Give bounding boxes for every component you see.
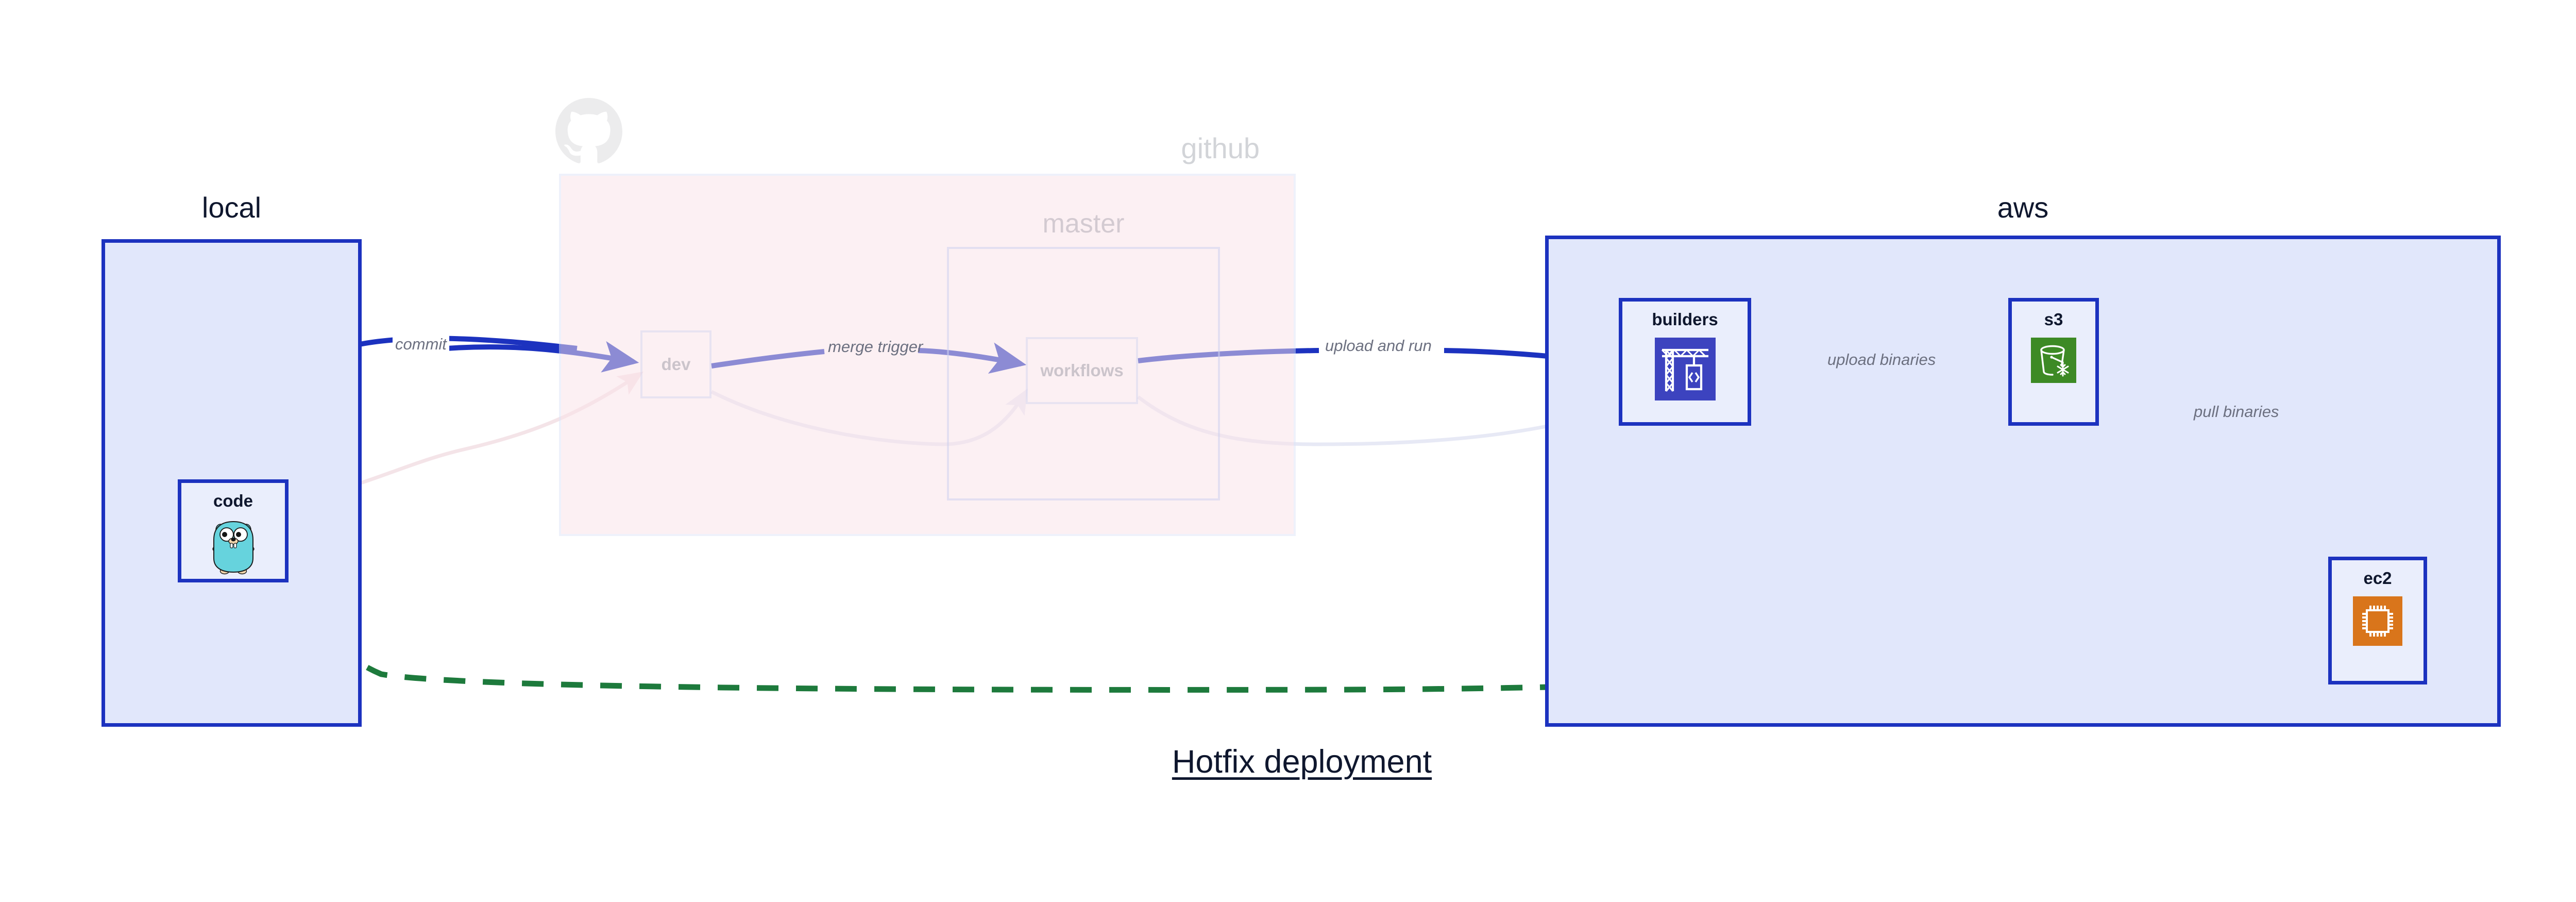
node-s3-label: s3: [2044, 310, 2063, 329]
cluster-master-label: master: [1042, 209, 1125, 239]
cluster-github: [559, 174, 1296, 536]
node-code-label: code: [213, 491, 253, 510]
edge-label-commit: commit: [393, 335, 449, 354]
aws-codebuild-icon: [1654, 338, 1716, 400]
aws-s3-glacier-icon: [2031, 338, 2076, 383]
node-workflows[interactable]: workflows: [1026, 337, 1138, 404]
github-octocat-icon: [555, 98, 622, 165]
node-dev[interactable]: dev: [640, 330, 711, 398]
aws-ec2-icon: [2353, 596, 2402, 646]
diagram-title: Hotfix deployment: [1172, 744, 1432, 780]
cluster-local-label: local: [201, 191, 262, 224]
edge-label-upload-and-run: upload and run: [1323, 337, 1434, 355]
edge-label-pull-binaries: pull binaries: [2194, 403, 2279, 421]
node-code[interactable]: code: [178, 479, 289, 582]
node-builders-label: builders: [1652, 310, 1718, 329]
edge-label-merge-trigger: merge trigger: [828, 338, 923, 356]
edge-label-upload-binaries: upload binaries: [1827, 350, 1936, 369]
go-gopher-icon: [210, 519, 257, 578]
node-workflows-label: workflows: [1040, 361, 1124, 380]
cluster-aws-label: aws: [1997, 191, 2049, 224]
node-ec2[interactable]: ec2: [2328, 557, 2427, 684]
node-s3[interactable]: s3: [2008, 298, 2099, 426]
node-dev-label: dev: [661, 355, 691, 374]
cluster-github-label: github: [1181, 132, 1260, 164]
cluster-master: [947, 247, 1220, 500]
node-builders[interactable]: builders: [1619, 298, 1751, 426]
node-ec2-label: ec2: [2363, 569, 2392, 588]
